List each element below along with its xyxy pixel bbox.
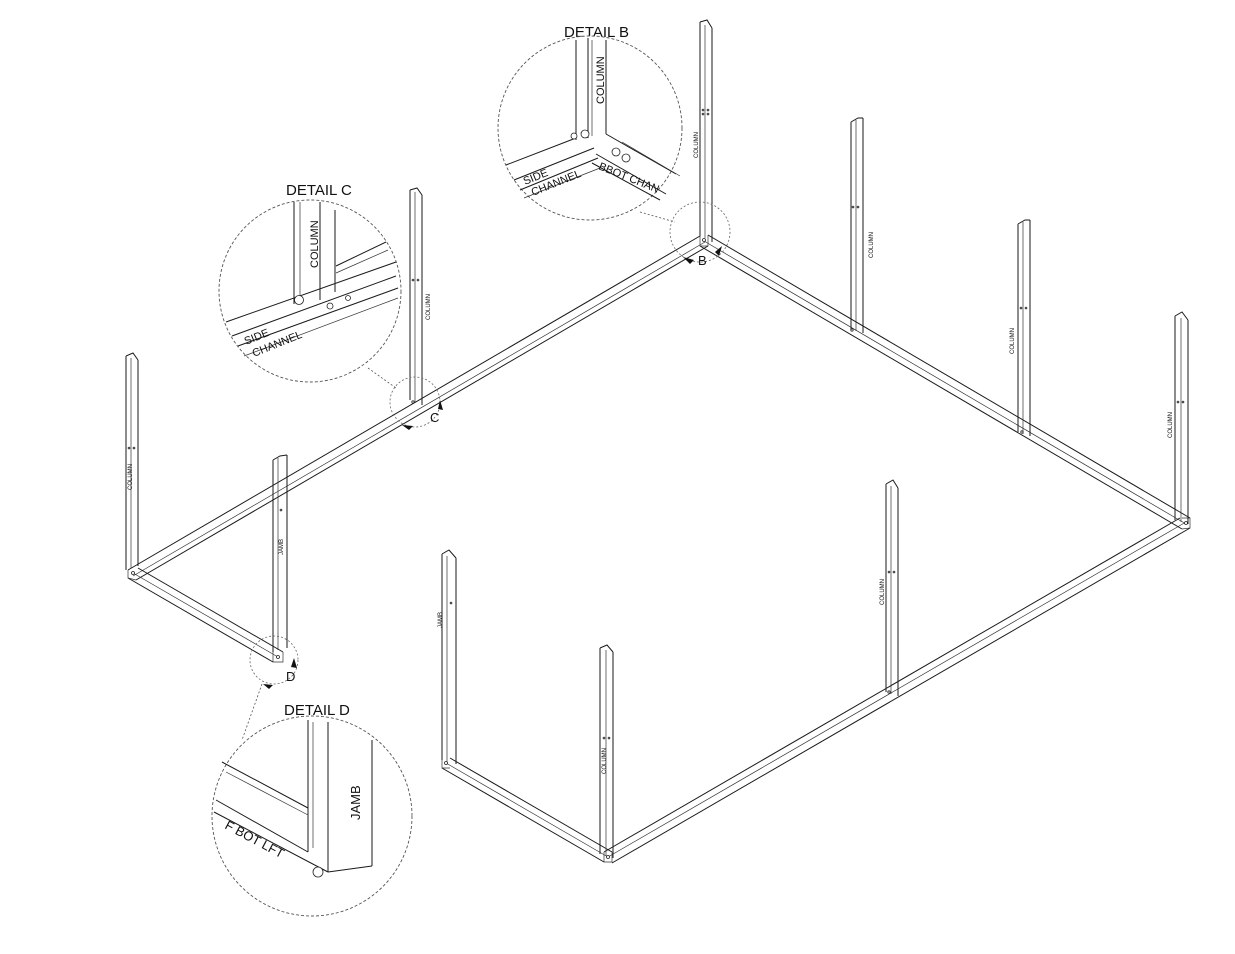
- column-label: COLUMN: [869, 232, 875, 258]
- column-corner-b: COLUMN: [694, 19, 713, 242]
- jamb-label: JAMB: [438, 612, 444, 628]
- column-back-2: COLUMN: [1010, 219, 1031, 436]
- detail-d-title: DETAIL D: [284, 702, 350, 719]
- front-channel-left-short: [127, 567, 284, 663]
- detail-b-column-label: COLUMN: [595, 56, 607, 104]
- column-label: COLUMN: [602, 748, 608, 774]
- callout-label-b: B: [698, 253, 707, 268]
- callout-label-d: D: [286, 669, 295, 684]
- detail-c-column-label: COLUMN: [309, 220, 321, 268]
- back-channel-right: [699, 234, 1191, 530]
- column-front-2: COLUMN: [599, 644, 614, 858]
- detail-c: DETAIL C COLUMN SIDE CHANNEL: [218, 182, 402, 383]
- column-label: COLUMN: [128, 464, 134, 490]
- column-right-corner: COLUMN: [1168, 311, 1189, 524]
- detail-c-title: DETAIL C: [286, 182, 352, 199]
- front-channel-left: [441, 757, 613, 863]
- column-left-corner: COLUMN: [125, 352, 139, 570]
- detail-d-jamb-label: JAMB: [348, 785, 363, 820]
- detail-d: DETAIL D JAMB F BOT LFT: [211, 702, 413, 917]
- callouts: B C D: [241, 201, 731, 741]
- side-channel-left: [127, 235, 709, 581]
- column-back-1: COLUMN: [850, 117, 875, 333]
- detail-b: DETAIL B COLUMN SIDE CHANNEL BBOT CHAN: [497, 24, 683, 221]
- column-label: COLUMN: [1168, 412, 1174, 438]
- callout-label-c: C: [430, 410, 439, 425]
- column-label: COLUMN: [694, 132, 700, 158]
- jamb-right: JAMB: [438, 549, 457, 764]
- detail-b-circle: [497, 35, 683, 221]
- callout-circle-b: [669, 201, 731, 263]
- column-label: COLUMN: [426, 294, 432, 320]
- base-frame: [127, 234, 1191, 864]
- jamb-label: JAMB: [279, 539, 285, 555]
- uprights: COLUMN COLUMN COLUMN JAMB: [125, 19, 1189, 858]
- detail-d-circle: [211, 715, 413, 917]
- front-channel-right: [603, 517, 1191, 864]
- column-label: COLUMN: [880, 579, 886, 605]
- column-front-1: COLUMN: [880, 479, 899, 696]
- callout-circle-d: [249, 635, 299, 685]
- column-label: COLUMN: [1010, 328, 1016, 354]
- column-corner-c: COLUMN: [409, 187, 432, 405]
- jamb-left: JAMB: [272, 454, 288, 652]
